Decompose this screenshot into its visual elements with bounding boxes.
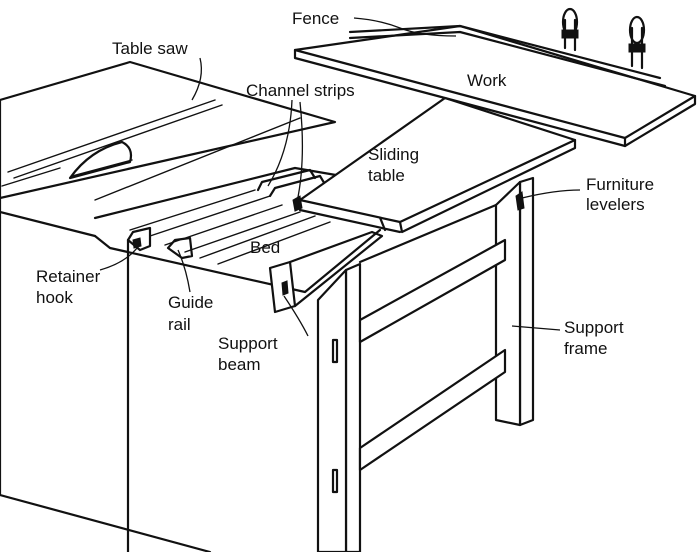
support-frame bbox=[316, 176, 535, 552]
label-support-frame-line2: frame bbox=[564, 339, 607, 358]
label-sliding-line1: Sliding bbox=[368, 145, 419, 164]
fence bbox=[348, 24, 667, 88]
label-channel-strips: Channel strips bbox=[246, 81, 355, 100]
sliding-table bbox=[298, 96, 577, 234]
labels: Fence Table saw Work Channel strips Slid… bbox=[36, 9, 654, 374]
label-guide-line1: Guide bbox=[168, 293, 213, 312]
label-furniture-line1: Furniture bbox=[586, 175, 654, 194]
label-table-saw: Table saw bbox=[112, 39, 188, 58]
table-saw bbox=[0, 60, 337, 552]
clamp-left bbox=[561, 7, 579, 52]
label-support-beam-line2: beam bbox=[218, 355, 261, 374]
label-support-frame-line1: Support bbox=[564, 318, 624, 337]
label-guide-line2: rail bbox=[168, 315, 191, 334]
label-work: Work bbox=[467, 71, 507, 90]
label-support-beam-line1: Support bbox=[218, 334, 278, 353]
label-bed: Bed bbox=[250, 238, 280, 257]
label-furniture-line2: levelers bbox=[586, 195, 645, 214]
leader-lines bbox=[99, 17, 581, 337]
label-fence: Fence bbox=[292, 9, 339, 28]
label-retainer-line2: hook bbox=[36, 288, 73, 307]
label-sliding-line2: table bbox=[368, 166, 405, 185]
label-retainer-line1: Retainer bbox=[36, 267, 101, 286]
clamp-right bbox=[628, 15, 646, 70]
